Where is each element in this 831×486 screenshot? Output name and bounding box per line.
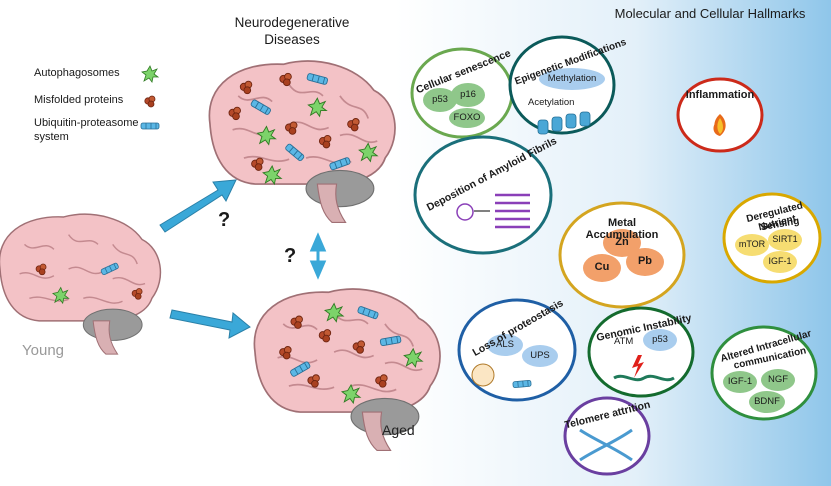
young-brain [0, 213, 162, 355]
nutrient-item-mtor: mTOR [738, 239, 766, 249]
inflammation-title: Inflammation [685, 89, 755, 101]
senescence-item-p53: p53 [432, 94, 448, 105]
young-label: Young [22, 342, 64, 359]
arrow-disease-aged [309, 232, 327, 280]
metal-item-pb: Pb [637, 255, 653, 267]
amyloid-circle [413, 135, 553, 255]
neurodegenerative-brain [208, 60, 396, 224]
nutrient-item-sirt1: SIRT1 [772, 234, 798, 244]
arrows [159, 179, 327, 339]
communication-item-bdnf: BDNF [754, 396, 780, 407]
arrow-young-to-disease [159, 179, 237, 233]
metal-title: Metal Accumulation [585, 217, 659, 241]
nutrient-item-igf1: IGF-1 [768, 256, 792, 266]
communication-item-ngf: NGF [767, 374, 789, 385]
proteostasis-item-als: ALS [496, 339, 514, 350]
senescence-item-foxo: FOXO [453, 112, 481, 123]
legend-autophagosomes: Autophagosomes [34, 67, 120, 79]
genomic-item-atm: ATM [614, 336, 634, 347]
epigenetic-methylation: Methylation [547, 73, 597, 84]
communication-circle [710, 325, 818, 421]
proteasome-icon [140, 122, 160, 130]
question-mark-1: ? [218, 209, 231, 231]
legend-ups-line1: Ubiquitin-proteasome [34, 117, 139, 129]
neuro-title-line2: Diseases [264, 32, 320, 47]
misfolded-protein-icon [144, 95, 156, 108]
epigenetic-acetylation: Acetylation [528, 97, 575, 108]
autophagosome-icon [141, 65, 159, 83]
communication-item-igf1: IGF-1 [727, 376, 753, 387]
metal-item-zn: Zn [615, 236, 629, 248]
arrow-young-to-aged [169, 309, 251, 339]
senescence-item-p16: p16 [460, 89, 476, 100]
genomic-item-p53: p53 [652, 334, 668, 345]
metal-item-cu: Cu [594, 261, 610, 273]
aged-label: Aged [382, 422, 415, 438]
question-mark-2: ? [284, 245, 297, 267]
legend-ups-line2: system [34, 131, 69, 143]
proteostasis-item-ups: UPS [530, 350, 550, 361]
neuro-title-line1: Neurodegenerative [234, 15, 350, 30]
hallmarks-title: Molecular and Cellular Hallmarks [614, 6, 806, 21]
legend-misfolded: Misfolded proteins [34, 94, 124, 106]
